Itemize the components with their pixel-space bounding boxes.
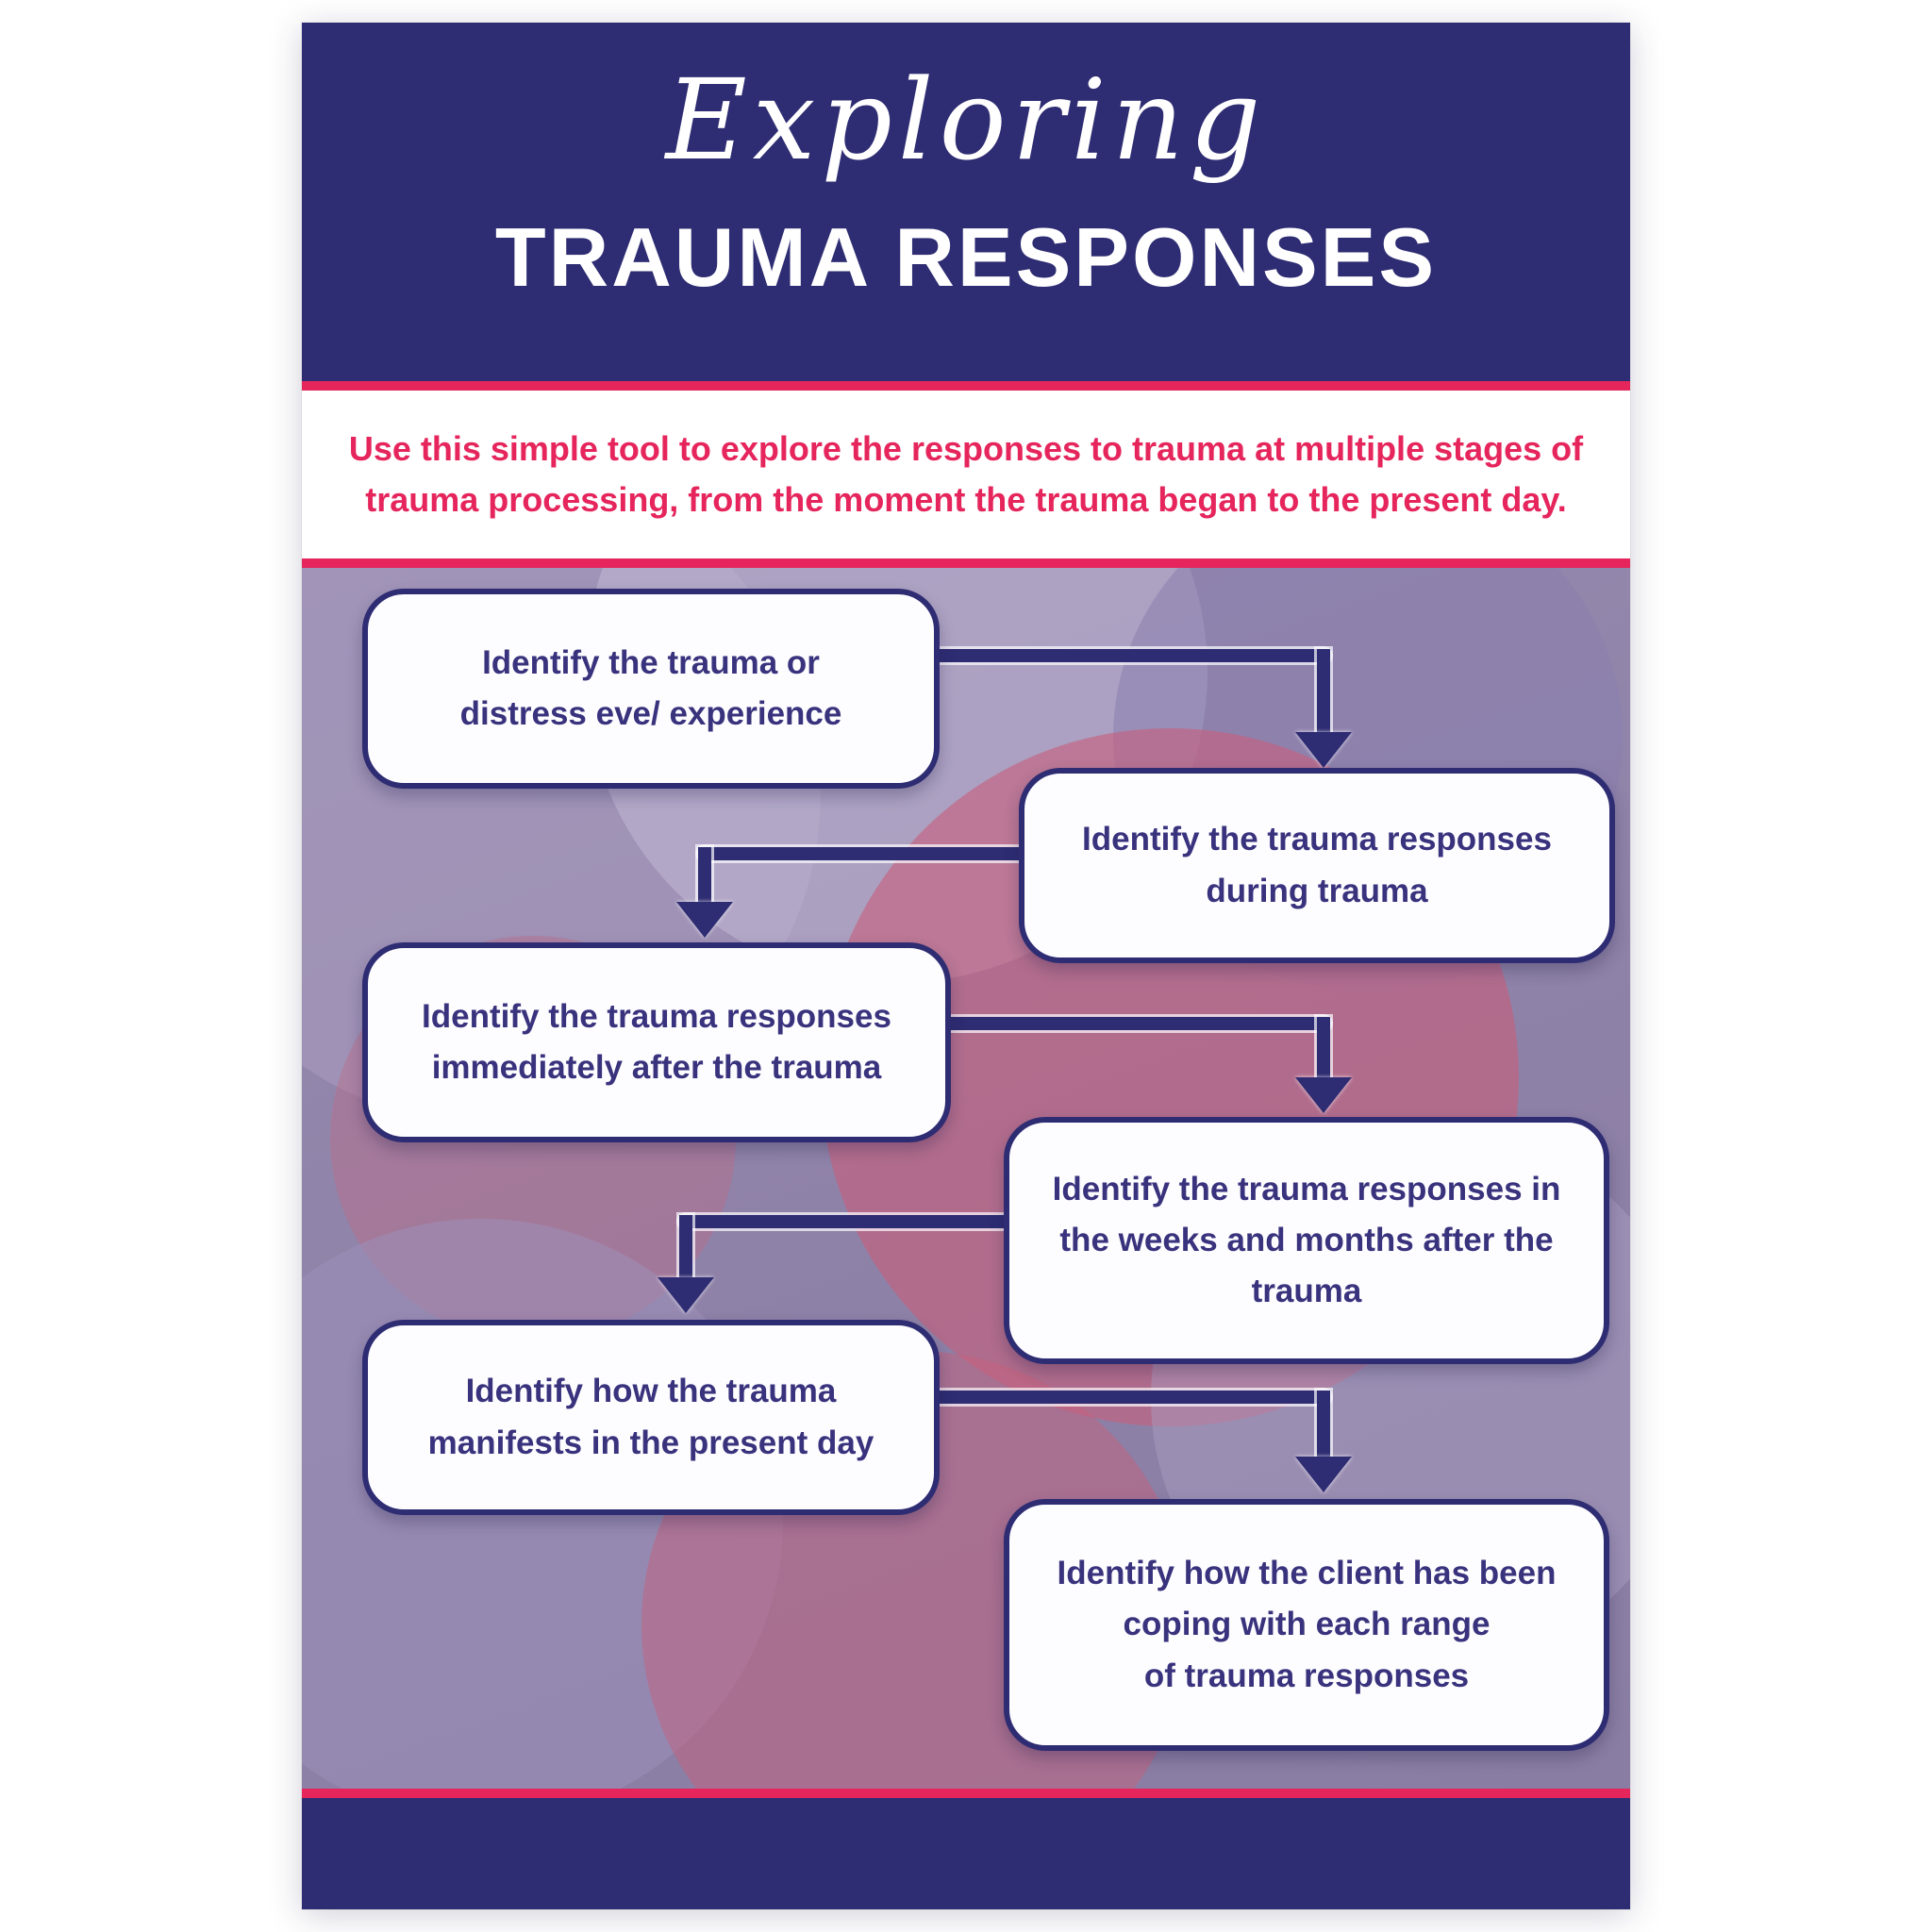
flow-node-present-day: Identify how the trauma manifests in the… [362, 1320, 940, 1515]
footer-band [302, 1798, 1630, 1909]
intro-band: Use this simple tool to explore the resp… [302, 391, 1630, 558]
accent-rule-top [302, 381, 1630, 391]
node-text: Identify how the client has been coping … [1057, 1555, 1557, 1694]
node-text: Identify the trauma responses in the wee… [1052, 1170, 1561, 1310]
arrow-vertical-bar [1317, 1391, 1330, 1462]
node-text: Identify how the trauma manifests in the… [427, 1373, 874, 1461]
page-title: TRAUMA RESPONSES [494, 210, 1438, 304]
intro-text: Use this simple tool to explore the resp… [348, 429, 1584, 519]
flow-node-responses-weeks-months: Identify the trauma responses in the wee… [1004, 1117, 1609, 1364]
header-band: Exploring TRAUMA RESPONSES [302, 23, 1630, 381]
arrow-horizontal-bar [906, 1391, 1330, 1404]
flow-node-responses-immediately-after: Identify the trauma responses immediatel… [362, 942, 951, 1142]
arrowhead-down-icon [1295, 1077, 1352, 1113]
node-text: Identify the trauma responses during tra… [1082, 821, 1552, 909]
arrowhead-down-icon [658, 1277, 714, 1313]
arrow-horizontal-bar [906, 649, 1330, 662]
poster: Exploring TRAUMA RESPONSES Use this simp… [302, 23, 1630, 1909]
exploring-script-word: Exploring [665, 55, 1267, 185]
flow-node-responses-during: Identify the trauma responses during tra… [1019, 768, 1615, 963]
arrowhead-down-icon [676, 902, 733, 938]
flowchart: Identify the trauma or distress eve/ exp… [302, 23, 1630, 1909]
arrow-vertical-bar [698, 847, 711, 906]
arrow-horizontal-bar [679, 1215, 1019, 1228]
accent-rule-middle [302, 558, 1630, 568]
arrow-vertical-bar [1317, 1017, 1330, 1083]
arrowhead-down-icon [1295, 1457, 1352, 1492]
arrow-vertical-bar [1317, 649, 1330, 736]
arrow-vertical-bar [679, 1215, 692, 1281]
accent-rule-bottom [302, 1789, 1630, 1798]
node-text: Identify the trauma responses immediatel… [422, 997, 891, 1086]
arrowhead-down-icon [1295, 732, 1352, 768]
flow-node-identify-trauma: Identify the trauma or distress eve/ exp… [362, 589, 940, 789]
flow-node-client-coping: Identify how the client has been coping … [1004, 1499, 1609, 1751]
arrow-horizontal-bar [915, 1017, 1330, 1030]
node-text: Identify the trauma or distress eve/ exp… [459, 643, 842, 732]
